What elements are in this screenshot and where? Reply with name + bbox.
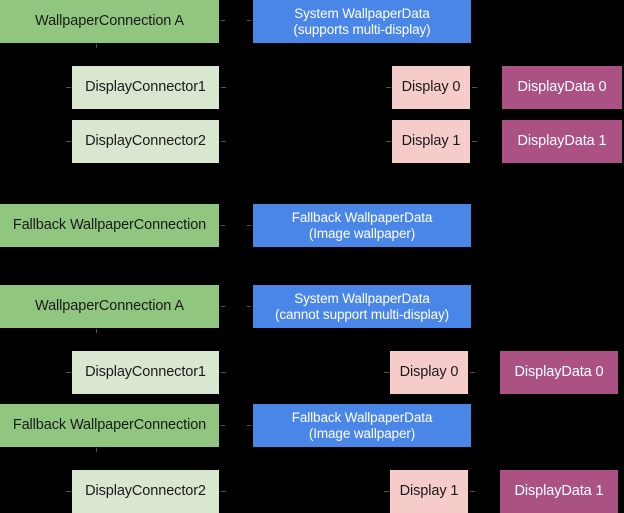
node-label: WallpaperConnection A: [35, 297, 184, 314]
node-displaydata1-top[interactable]: DisplayData 1: [502, 120, 622, 163]
connector-tick: [386, 87, 391, 88]
node-label: DisplayConnector1: [85, 78, 206, 95]
connector-tick: [96, 329, 97, 333]
connector-tick: [472, 87, 477, 88]
connector-tick: [96, 44, 97, 48]
node-label: Fallback WallpaperConnection: [12, 216, 207, 233]
connector-tick: [66, 372, 71, 373]
node-label: Fallback WallpaperData (Image wallpaper): [291, 409, 433, 441]
node-label: DisplayData 0: [517, 78, 607, 95]
connector-tick: [247, 20, 251, 21]
node-label: DisplayConnector1: [85, 363, 206, 380]
connector-tick: [384, 372, 389, 373]
node-label: DisplayConnector2: [85, 132, 206, 149]
connector-tick: [221, 425, 225, 426]
connector-tick: [470, 372, 475, 373]
node-system-wallpaperdata-cannot[interactable]: System WallpaperData (cannot support mul…: [253, 285, 471, 328]
node-system-wallpaperdata-supports[interactable]: System WallpaperData (supports multi-dis…: [253, 0, 471, 43]
connector-tick: [96, 448, 97, 452]
node-label: System WallpaperData (cannot support mul…: [274, 290, 450, 322]
node-displayconnector2-top[interactable]: DisplayConnector2: [72, 120, 219, 163]
node-wallpaper-connection-a-bottom[interactable]: WallpaperConnection A: [0, 285, 219, 328]
node-displayconnector2-bottom[interactable]: DisplayConnector2: [72, 470, 219, 513]
connector-tick: [221, 306, 225, 307]
node-label: DisplayData 0: [514, 363, 604, 380]
node-label: DisplayData 1: [514, 482, 604, 499]
node-label: Display 1: [401, 132, 461, 149]
node-displaydata0-bottom[interactable]: DisplayData 0: [500, 351, 618, 394]
connector-tick: [247, 225, 251, 226]
node-display0-top[interactable]: Display 0: [392, 66, 470, 109]
connector-tick: [66, 491, 71, 492]
node-fallback-wallpaperconnection-bottom[interactable]: Fallback WallpaperConnection: [0, 404, 219, 447]
connector-tick: [221, 141, 226, 142]
connector-tick: [66, 87, 71, 88]
connector-tick: [66, 141, 71, 142]
node-label: Fallback WallpaperData (Image wallpaper): [291, 209, 433, 241]
node-displayconnector1-top[interactable]: DisplayConnector1: [72, 66, 219, 109]
node-label: Display 0: [399, 363, 459, 380]
node-displaydata0-top[interactable]: DisplayData 0: [502, 66, 622, 109]
connector-tick: [221, 372, 226, 373]
node-fallback-wallpaperconnection-top[interactable]: Fallback WallpaperConnection: [0, 204, 219, 247]
connector-tick: [472, 141, 477, 142]
connector-tick: [221, 491, 226, 492]
node-fallback-wallpaperdata-top[interactable]: Fallback WallpaperData (Image wallpaper): [253, 204, 471, 247]
node-label: WallpaperConnection A: [35, 12, 184, 29]
connector-tick: [247, 425, 251, 426]
node-label: Display 1: [399, 482, 459, 499]
connector-tick: [247, 306, 251, 307]
connector-tick: [470, 491, 475, 492]
node-display1-bottom[interactable]: Display 1: [390, 470, 468, 513]
node-fallback-wallpaperdata-bottom[interactable]: Fallback WallpaperData (Image wallpaper): [253, 404, 471, 447]
connector-tick: [221, 20, 225, 21]
node-label: Fallback WallpaperConnection: [12, 416, 207, 433]
node-label: DisplayConnector2: [85, 482, 206, 499]
node-label: Display 0: [401, 78, 461, 95]
node-displaydata1-bottom[interactable]: DisplayData 1: [500, 470, 618, 513]
connector-tick: [221, 87, 226, 88]
node-display1-top[interactable]: Display 1: [392, 120, 470, 163]
connector-tick: [221, 225, 225, 226]
connector-tick: [384, 491, 389, 492]
node-label: System WallpaperData (supports multi-dis…: [293, 5, 431, 37]
node-display0-bottom[interactable]: Display 0: [390, 351, 468, 394]
node-label: DisplayData 1: [517, 132, 607, 149]
node-wallpaper-connection-a-top[interactable]: WallpaperConnection A: [0, 0, 219, 43]
node-displayconnector1-bottom[interactable]: DisplayConnector1: [72, 351, 219, 394]
connector-tick: [386, 141, 391, 142]
